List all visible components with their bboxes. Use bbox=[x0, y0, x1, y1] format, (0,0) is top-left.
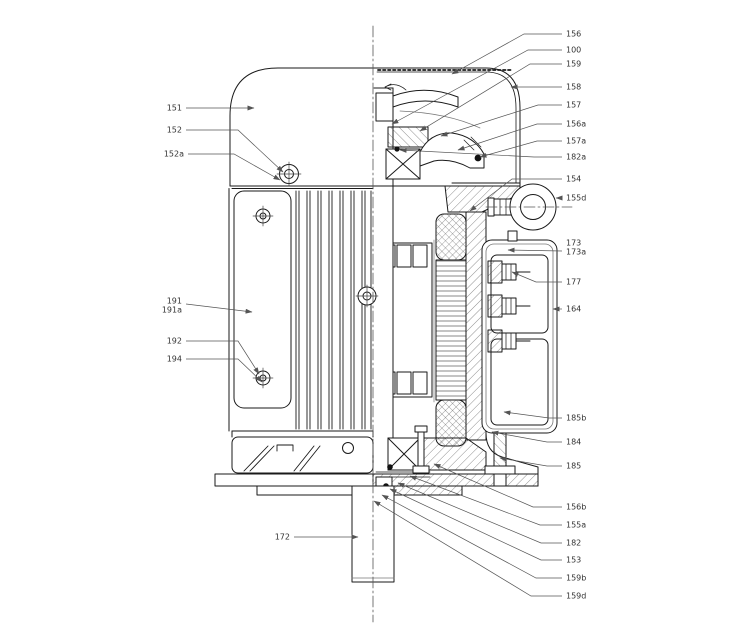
part-label-191: 191 bbox=[167, 297, 182, 306]
leader-line-182a bbox=[399, 147, 562, 158]
leader-line-159b bbox=[381, 494, 562, 579]
part-label-153: 153 bbox=[566, 556, 581, 565]
leader-line-154 bbox=[469, 178, 562, 212]
terminal-stud bbox=[487, 329, 531, 353]
leader-line-185b bbox=[503, 410, 562, 419]
nameplate bbox=[233, 190, 292, 409]
housing-screw bbox=[355, 284, 379, 308]
leader-line-157a bbox=[479, 140, 562, 158]
part-label-158: 158 bbox=[566, 83, 581, 92]
part-label-154: 154 bbox=[566, 175, 581, 184]
leader-line-155a bbox=[409, 475, 562, 526]
bearing-retainer-top bbox=[387, 126, 429, 148]
part-label-159b: 159b bbox=[566, 574, 586, 583]
stator-core bbox=[435, 259, 467, 401]
ball-bearing-top bbox=[385, 148, 421, 180]
leader-line-177 bbox=[511, 271, 562, 283]
cover-screw bbox=[276, 161, 302, 187]
leader-line-156 bbox=[451, 33, 562, 75]
part-label-164: 164 bbox=[566, 305, 581, 314]
part-label-159: 159 bbox=[566, 60, 581, 69]
part-label-177: 177 bbox=[566, 278, 581, 287]
leader-line-157 bbox=[440, 104, 562, 137]
o-ring-bottom bbox=[387, 464, 393, 470]
part-label-157: 157 bbox=[566, 101, 581, 110]
part-label-152a: 152a bbox=[164, 150, 184, 159]
part-label-194: 194 bbox=[167, 355, 182, 364]
part-label-173: 173 bbox=[566, 239, 581, 248]
part-label-100: 100 bbox=[566, 46, 581, 55]
part-label-157a: 157a bbox=[566, 137, 586, 146]
terminal-box bbox=[481, 230, 558, 434]
part-label-182: 182 bbox=[566, 539, 581, 548]
gasket-pin bbox=[507, 230, 518, 242]
part-label-192: 192 bbox=[167, 337, 182, 346]
leader-line-156a bbox=[457, 123, 562, 151]
nameplate-screw-top bbox=[252, 205, 274, 227]
bearing-cover-screw bbox=[412, 425, 430, 474]
fan-cover bbox=[229, 67, 521, 187]
leader-line-184 bbox=[491, 430, 562, 443]
leader-line-152a bbox=[188, 153, 281, 181]
rotation-arrow bbox=[384, 83, 407, 91]
leader-line-100 bbox=[391, 49, 562, 125]
part-label-151: 151 bbox=[167, 104, 182, 113]
part-label-156: 156 bbox=[566, 30, 581, 39]
leader-line-182 bbox=[397, 482, 562, 544]
part-label-155a: 155a bbox=[566, 521, 586, 530]
part-label-159d: 159d bbox=[566, 592, 586, 601]
leader-line-191 bbox=[185, 303, 253, 314]
part-label-185b: 185b bbox=[566, 414, 586, 423]
terminal-stud bbox=[487, 294, 531, 318]
part-label-184: 184 bbox=[566, 438, 581, 447]
leader-line-159d bbox=[373, 500, 562, 597]
bearing-cover-top bbox=[419, 132, 485, 169]
leader-line-185 bbox=[499, 456, 562, 467]
part-label-191: 191a bbox=[162, 306, 182, 315]
part-label-173: 173a bbox=[566, 248, 586, 257]
leader-line-173 bbox=[507, 247, 563, 253]
cooling-fins bbox=[228, 188, 374, 438]
part-label-182a: 182a bbox=[566, 153, 586, 162]
leader-line-152 bbox=[186, 129, 284, 173]
v-ring-seal bbox=[474, 154, 482, 162]
part-label-185: 185 bbox=[566, 462, 581, 471]
part-label-155d: 155d bbox=[566, 194, 586, 203]
part-label-156a: 156a bbox=[566, 120, 586, 129]
shaft-seal-top bbox=[394, 146, 400, 152]
leader-line-159 bbox=[419, 63, 562, 132]
leader-line-194 bbox=[186, 358, 263, 383]
part-label-156b: 156b bbox=[566, 503, 586, 512]
motor-base bbox=[231, 436, 374, 474]
part-label-152: 152 bbox=[167, 126, 182, 135]
ball-bearing-bottom bbox=[387, 437, 421, 471]
terminal-stud bbox=[487, 260, 531, 284]
leader-line-156b bbox=[433, 463, 562, 508]
leader-line-153 bbox=[389, 488, 562, 561]
bracket-wedge bbox=[421, 437, 487, 471]
leader-line-192 bbox=[186, 340, 260, 375]
part-label-172: 172 bbox=[275, 533, 290, 542]
